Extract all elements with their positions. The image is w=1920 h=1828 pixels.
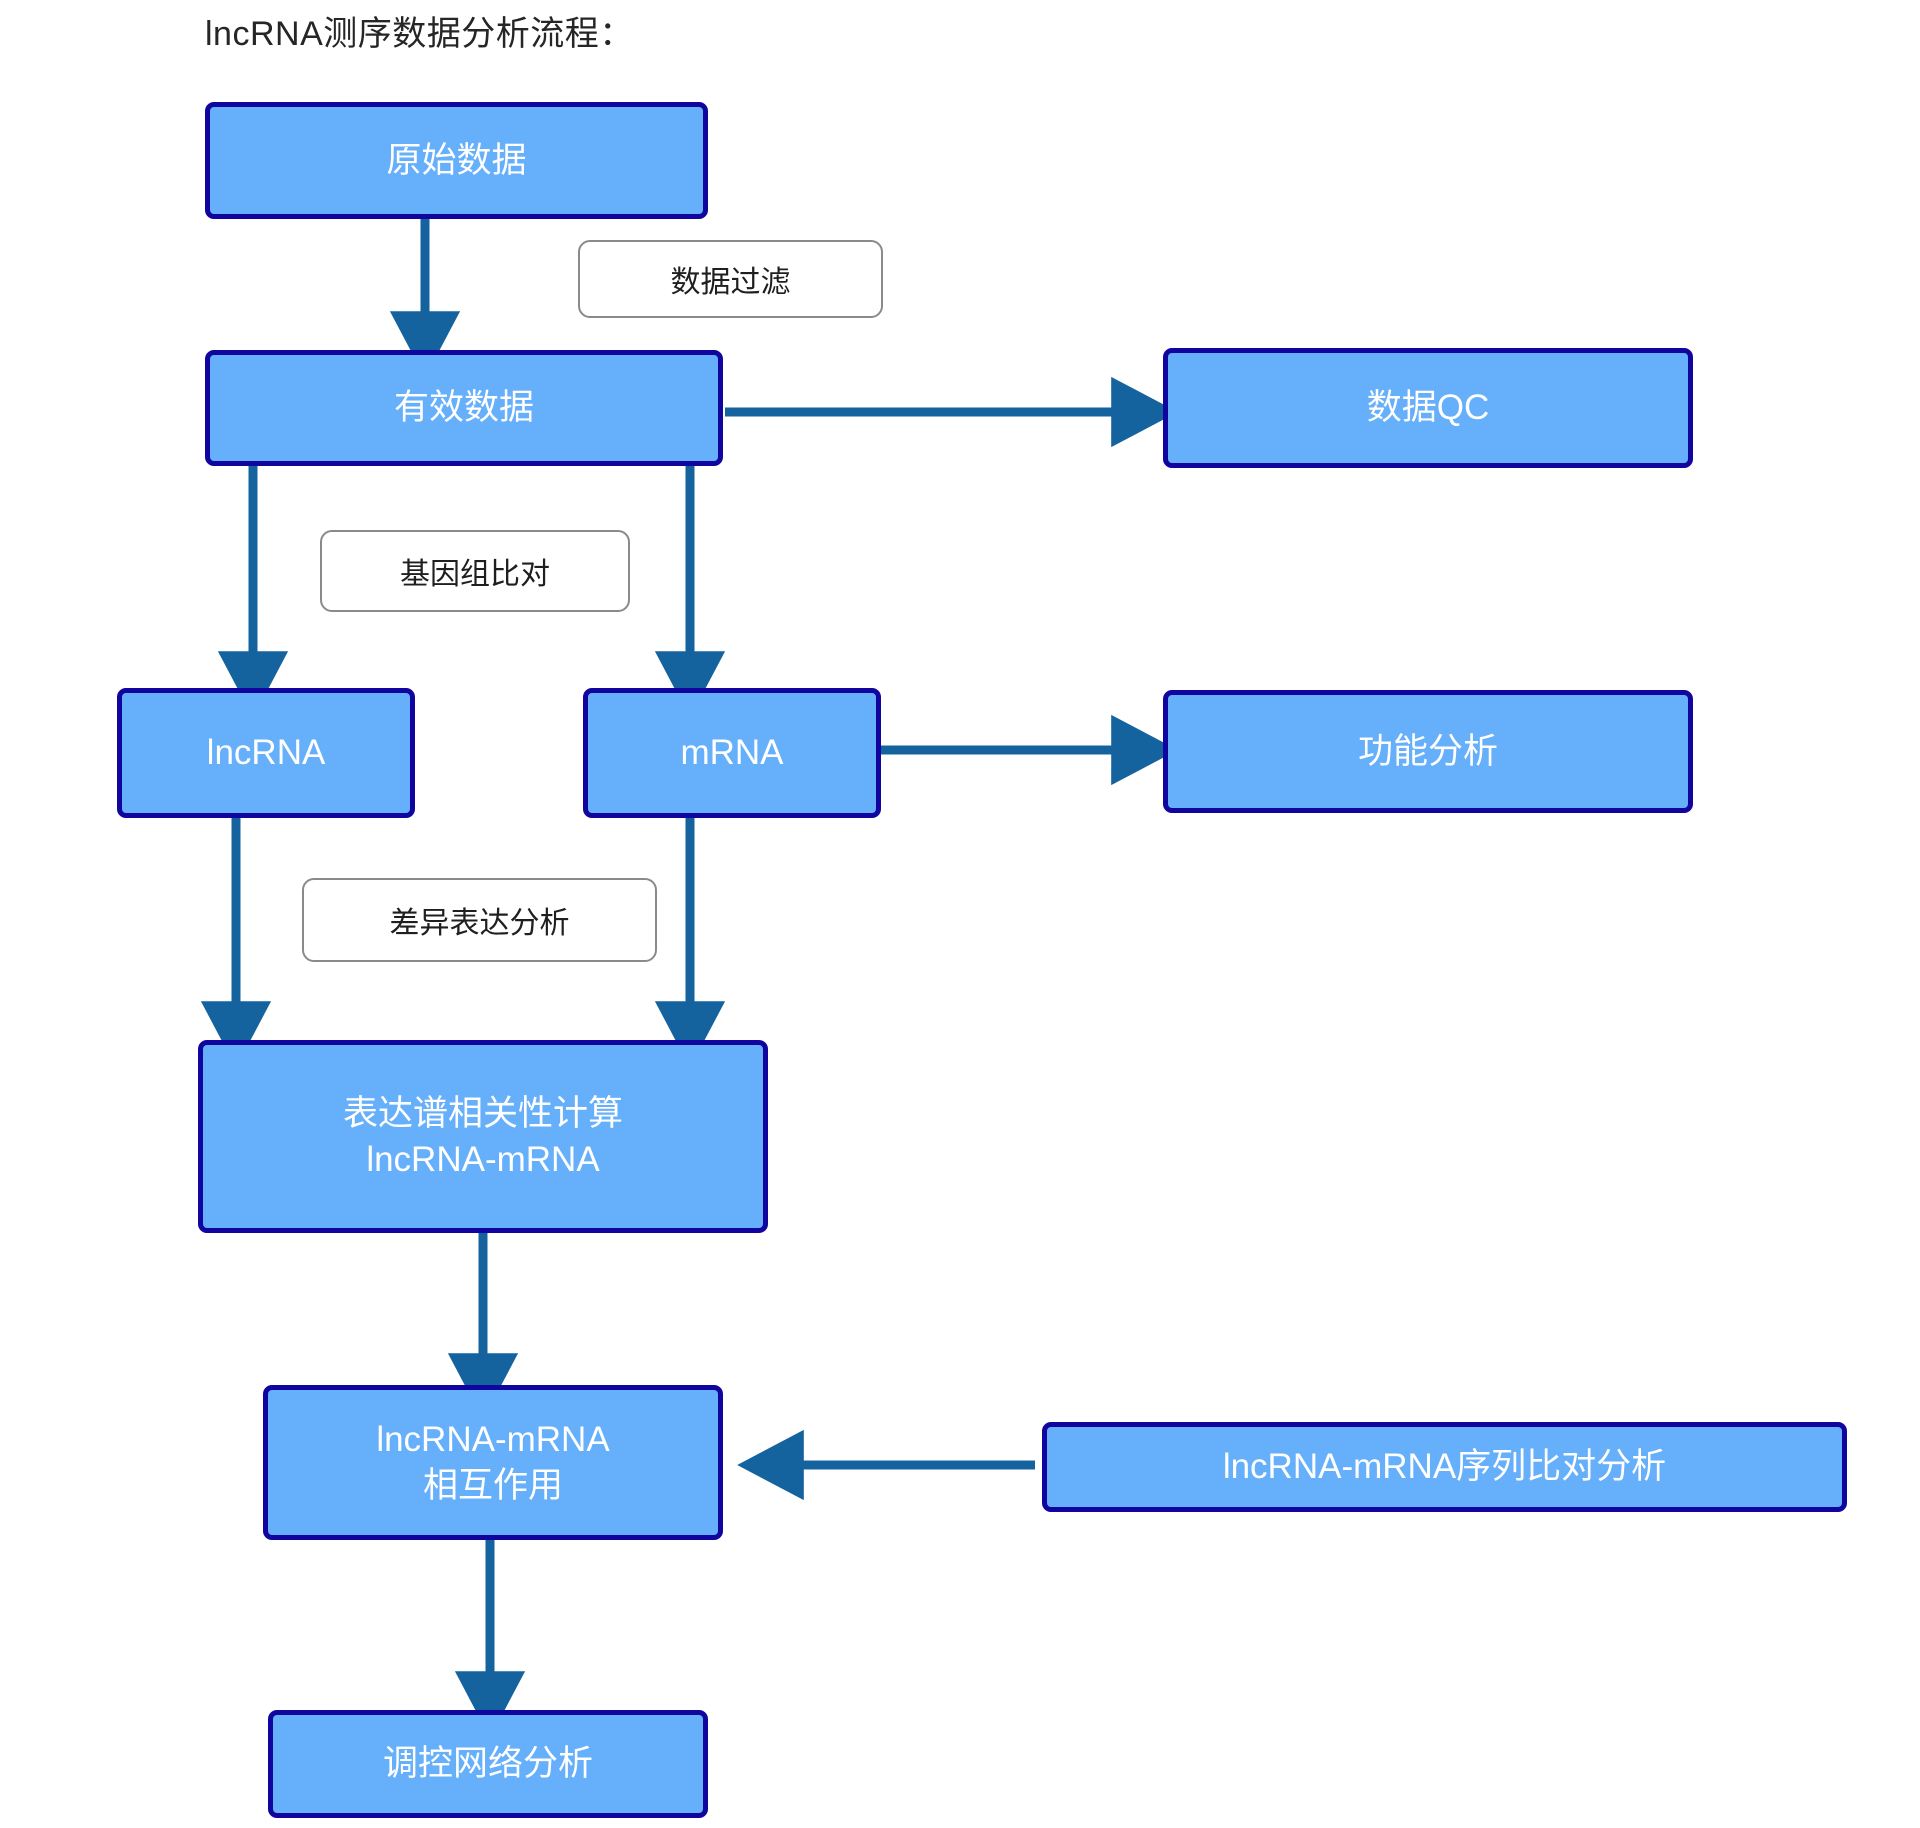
node-label: mRNA (680, 733, 784, 773)
node-label: 原始数据 (386, 140, 527, 180)
node-lncrna[interactable]: lncRNA (117, 688, 415, 818)
node-label: 数据QC (1366, 388, 1490, 428)
edge-label-text: 差异表达分析 (389, 907, 570, 940)
node-lncrna-mrna-interaction[interactable]: lncRNA-mRNA 相互作用 (263, 1385, 723, 1540)
node-regulatory-network-analysis[interactable]: 调控网络分析 (268, 1710, 708, 1818)
node-label: 调控网络分析 (382, 1744, 593, 1784)
node-raw-data[interactable]: 原始数据 (205, 102, 708, 219)
node-label: lncRNA-mRNA序列比对分析 (1222, 1447, 1667, 1487)
node-expression-correlation[interactable]: 表达谱相关性计算 lncRNA-mRNA (198, 1040, 768, 1233)
node-mrna[interactable]: mRNA (583, 688, 881, 818)
node-label-line2: 相互作用 (422, 1465, 563, 1505)
node-functional-analysis[interactable]: 功能分析 (1163, 690, 1693, 813)
node-sequence-alignment-analysis[interactable]: lncRNA-mRNA序列比对分析 (1042, 1422, 1847, 1512)
edge-label-differential-expression: 差异表达分析 (302, 878, 657, 962)
node-label: lncRNA (206, 733, 326, 773)
node-valid-data[interactable]: 有效数据 (205, 350, 723, 466)
node-label: 表达谱相关性计算 (342, 1094, 623, 1133)
node-label: 功能分析 (1357, 731, 1498, 771)
page-title: lncRNA测序数据分析流程： (205, 15, 634, 53)
node-label-line2: lncRNA-mRNA (366, 1139, 600, 1179)
edge-label-genome-alignment: 基因组比对 (320, 530, 630, 612)
edge-label-text: 数据过滤 (670, 266, 791, 299)
node-data-qc[interactable]: 数据QC (1163, 348, 1693, 468)
edge-label-data-filter: 数据过滤 (578, 240, 883, 318)
node-label: lncRNA-mRNA (376, 1420, 610, 1459)
edge-label-text: 基因组比对 (400, 558, 550, 591)
node-label: 有效数据 (393, 388, 534, 428)
